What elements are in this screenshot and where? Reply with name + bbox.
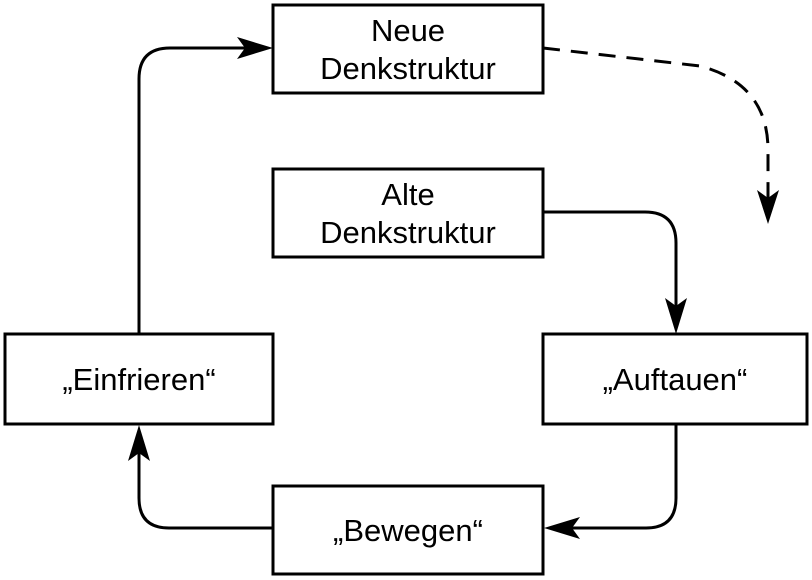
edge-alte-to-auftauen [543, 210, 678, 316]
node-bewegen-label: „Bewegen“ [333, 513, 483, 548]
node-alte-line-1: Alte [381, 177, 434, 212]
node-auftauen-label: „Auftauen“ [603, 362, 748, 397]
edge-neue-dashed [542, 46, 770, 200]
arrowhead-dashed [757, 190, 779, 224]
node-einfrieren-label: „Einfrieren“ [62, 362, 215, 397]
node-neue-line-1: Neue [371, 13, 445, 48]
arrowhead-auftauen [665, 298, 687, 334]
node-alte-line-2: Denkstruktur [320, 215, 496, 250]
arrowhead-neue [237, 37, 273, 59]
node-bewegen: „Bewegen“ [271, 484, 545, 576]
edge-bewegen-to-einfrieren [137, 443, 273, 530]
node-alte-denkstruktur: Alte Denkstruktur [271, 167, 545, 259]
node-neue-denkstruktur: Neue Denkstruktur [271, 3, 545, 95]
edge-einfrieren-to-neue [137, 46, 255, 334]
arrowhead-bewegen [544, 517, 580, 539]
node-einfrieren: „Einfrieren“ [3, 332, 275, 426]
node-auftauen: „Auftauen“ [541, 332, 809, 426]
edge-auftauen-to-bewegen [562, 424, 678, 530]
node-neue-line-2: Denkstruktur [320, 51, 496, 86]
arrowhead-einfrieren [128, 425, 150, 461]
